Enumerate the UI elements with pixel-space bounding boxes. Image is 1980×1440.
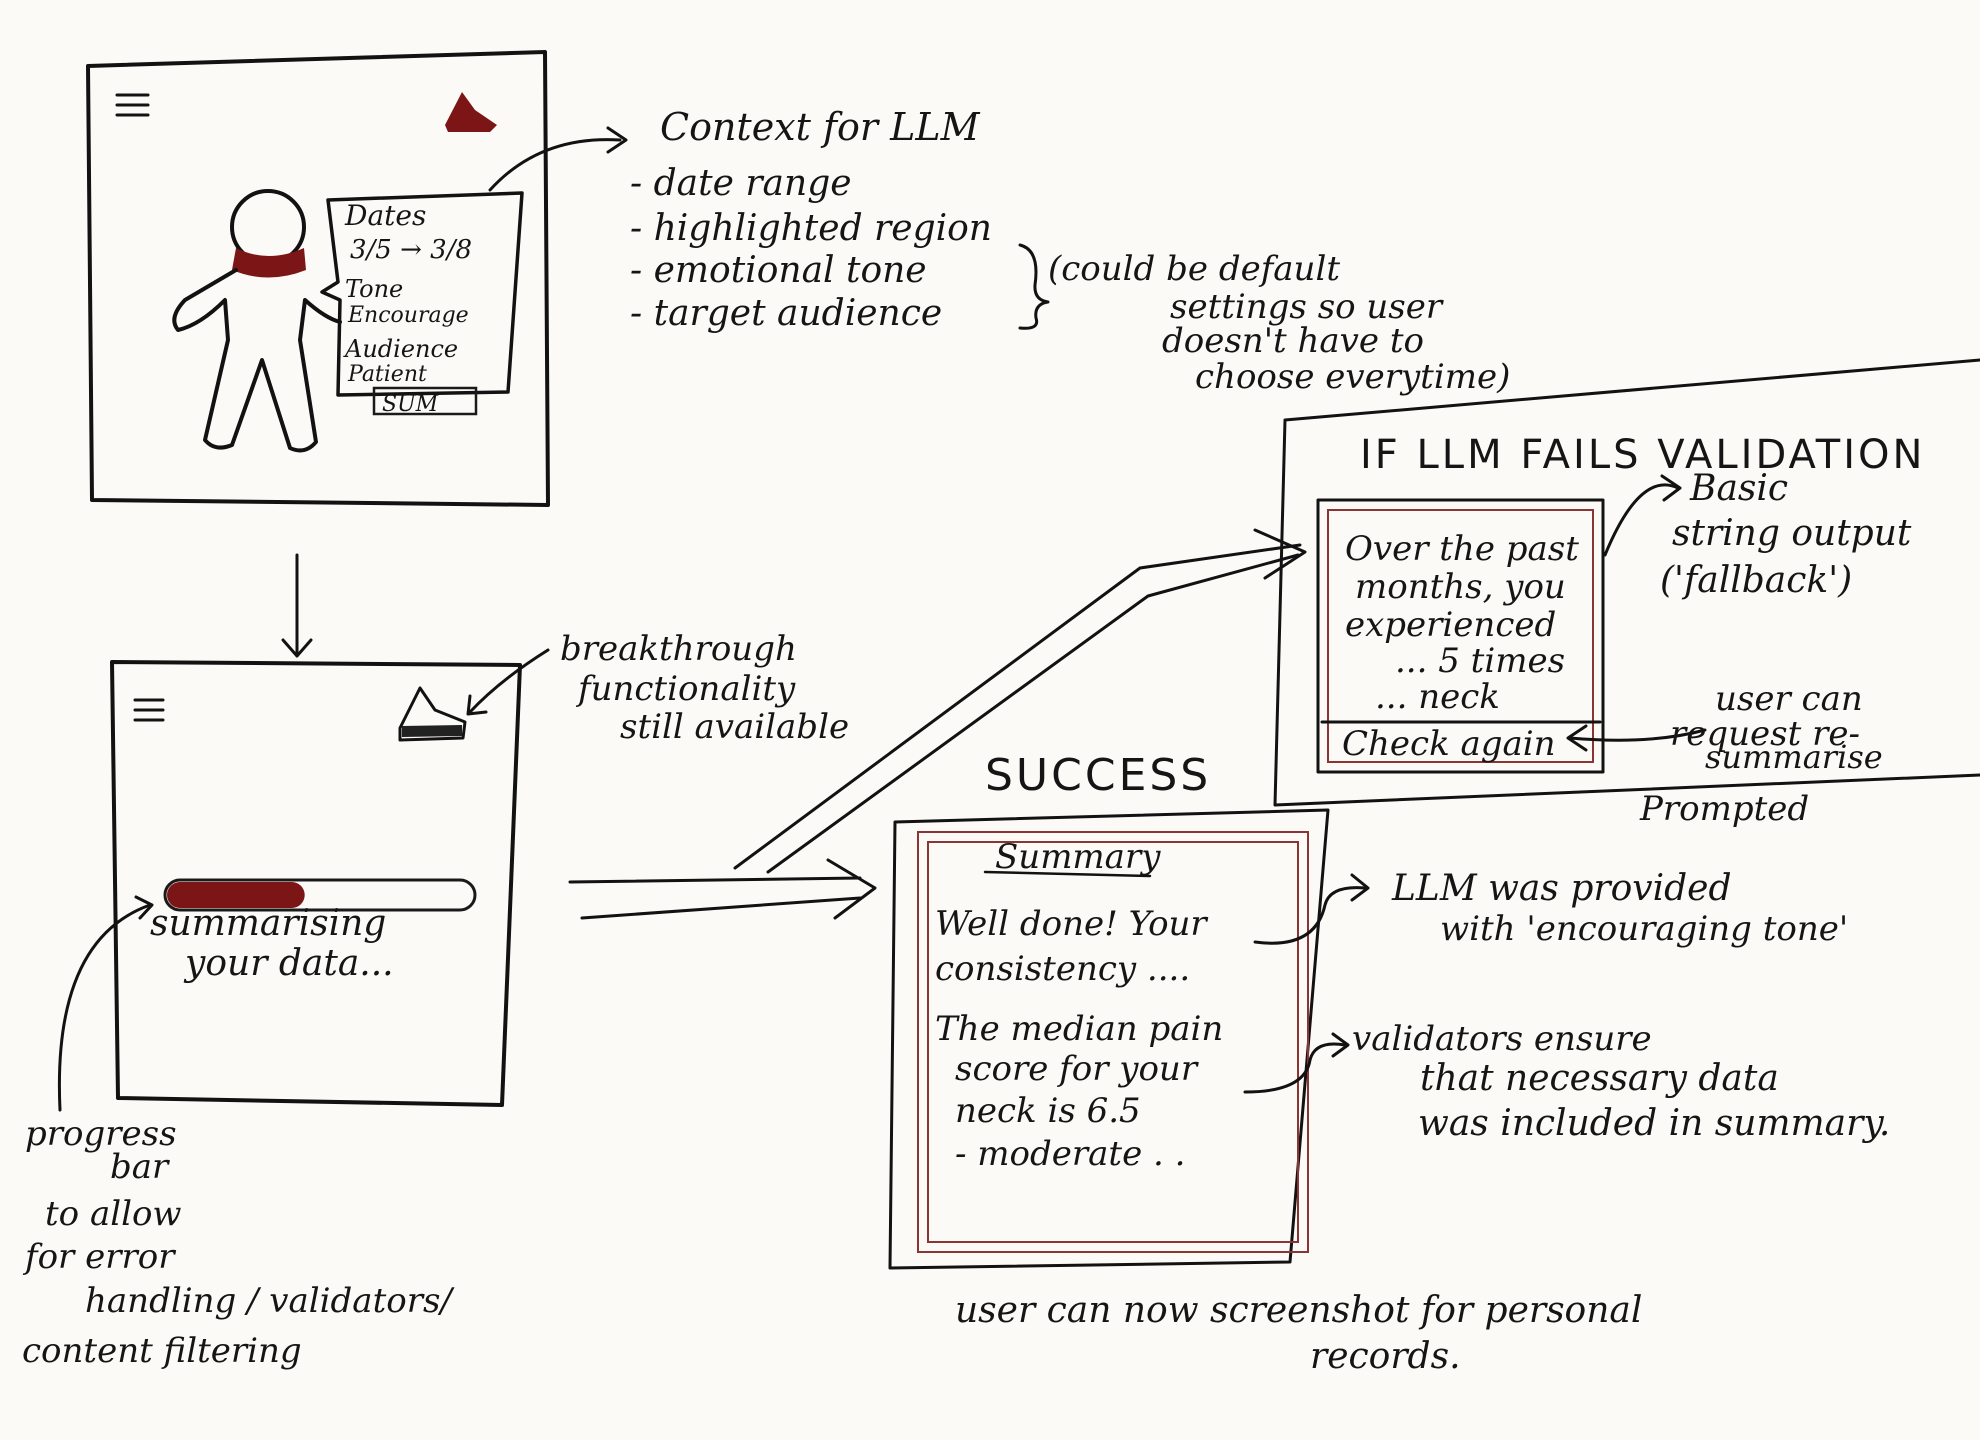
hamburger-menu-icon[interactable]: [133, 698, 165, 722]
arrow-down: [281, 553, 313, 658]
breakthrough-note: functionality: [575, 669, 796, 709]
audience-heading: Audience: [343, 335, 458, 363]
summary-line: score for your: [955, 1049, 1199, 1089]
body-map-figure[interactable]: [172, 189, 342, 453]
fail-panel-frame: [1273, 358, 1980, 807]
arrow-to-context: [488, 126, 628, 192]
progress-bar-fill: [167, 882, 305, 908]
context-item: - emotional tone: [630, 250, 927, 291]
arrow-fallback: [1603, 474, 1682, 557]
default-settings-note: (could be default: [1048, 249, 1340, 289]
breakthrough-note: breakthrough: [560, 629, 797, 669]
check-again-button[interactable]: Check again: [1342, 724, 1556, 764]
prompted-note: LLM was provided: [1391, 868, 1732, 909]
flow-arrow-to-success: [568, 858, 877, 920]
screenshot-note: user can now screenshot for personal: [955, 1290, 1642, 1331]
dates-heading: Dates: [344, 199, 426, 232]
arrow-validators: [1243, 1032, 1350, 1094]
context-title: Context for LLM: [660, 105, 981, 149]
brace: [1018, 243, 1050, 330]
context-item: - date range: [630, 163, 852, 204]
svg-text:SUM: SUM: [382, 392, 439, 417]
validators-note: was included in summary.: [1418, 1103, 1890, 1144]
context-item: - highlighted region: [630, 208, 992, 249]
date-range[interactable]: 3/5 → 3/8: [350, 235, 472, 265]
audience-option[interactable]: Patient: [347, 362, 427, 387]
summary-heading: Summary: [995, 837, 1161, 877]
resummarise-note: summarise: [1705, 738, 1883, 776]
fallback-line: Over the past: [1345, 529, 1579, 569]
fallback-message-box: [1316, 498, 1605, 774]
prompted-note: Prompted: [1639, 789, 1809, 829]
screen1-phone-frame: [86, 50, 550, 507]
success-panel-frame: [888, 808, 1330, 1270]
prompted-note: with 'encouraging tone': [1440, 909, 1848, 949]
progress-note: bar: [110, 1147, 170, 1187]
screenshot-note: records.: [1310, 1336, 1461, 1377]
progress-note: to allow: [45, 1194, 182, 1234]
arrow-to-progress: [57, 895, 154, 1112]
summary-line: The median pain: [935, 1009, 1223, 1049]
progress-note: content filtering: [22, 1331, 302, 1371]
summary-line: neck is 6.5: [955, 1091, 1141, 1131]
arrow-prompted: [1253, 873, 1370, 945]
screen2-phone-frame: [110, 660, 522, 1107]
flow-arrow-to-fail: [733, 528, 1307, 874]
fallback-note: ('fallback'): [1660, 560, 1852, 601]
validators-note: that necessary data: [1420, 1058, 1779, 1099]
fallback-line: experienced: [1345, 605, 1556, 645]
summary-line: consistency ....: [935, 949, 1190, 989]
default-settings-note: settings so user: [1170, 287, 1444, 327]
summary-line: - moderate . .: [955, 1134, 1185, 1174]
summary-line: Well done! Your: [935, 904, 1208, 944]
progress-note: progress: [25, 1114, 177, 1154]
default-settings-note: doesn't have to: [1162, 321, 1424, 361]
resummarise-note: request re-: [1670, 714, 1860, 754]
hamburger-menu-icon[interactable]: [115, 93, 150, 117]
progress-bar: [163, 878, 477, 912]
resummarise-note: user can: [1715, 679, 1863, 719]
arrow-resummarise: [1566, 724, 1707, 752]
tone-option[interactable]: Encourage: [347, 303, 469, 328]
arrow-to-hat: [466, 648, 550, 716]
fail-title: IF LLM FAILS VALIDATION: [1360, 432, 1925, 478]
progress-note: for error: [22, 1237, 176, 1277]
default-settings-note: choose everytime): [1195, 357, 1510, 397]
tone-heading: Tone: [345, 275, 403, 303]
hat-icon[interactable]: [398, 686, 467, 742]
fallback-line: ... 5 times: [1395, 641, 1565, 681]
hat-icon[interactable]: [445, 92, 497, 132]
fallback-note: Basic: [1689, 468, 1788, 509]
breakthrough-note: still available: [620, 707, 849, 747]
fallback-line: months, you: [1355, 567, 1566, 607]
validators-note: validators ensure: [1352, 1019, 1652, 1059]
sum-button[interactable]: SUM: [372, 386, 478, 417]
fallback-line: ... neck: [1375, 677, 1500, 717]
settings-popup: [320, 191, 524, 397]
success-title: SUCCESS: [985, 750, 1211, 801]
status-text: your data...: [183, 943, 394, 984]
fallback-note: string output: [1672, 513, 1912, 554]
progress-note: handling / validators/: [85, 1281, 455, 1321]
context-item: - target audience: [630, 293, 942, 334]
status-text: summarising: [150, 903, 386, 944]
